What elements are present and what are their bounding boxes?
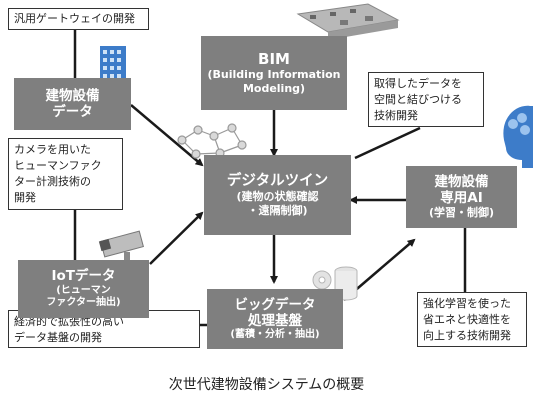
box-bigdata-line: 処理基盤	[248, 312, 302, 329]
box-iot-data-title: IoTデータ	[51, 268, 116, 285]
camera-icon	[98, 230, 145, 264]
note-spatial-line: 取得したデータを	[374, 77, 462, 90]
bim-model-icon	[296, 3, 400, 40]
brain-icon	[503, 105, 533, 168]
box-building-data-line: 建物設備	[45, 87, 100, 104]
note-camera-line: ヒューマンファク	[14, 158, 102, 172]
box-digital-twin-title: デジタルツイン	[226, 172, 329, 189]
box-bigdata-sub: (蓄積・分析・抽出)	[230, 328, 320, 340]
box-iot-data: IoTデータ (ヒューマン ファクター抽出)	[18, 260, 149, 318]
box-bim-sub: Modeling)	[242, 82, 306, 95]
note-camera-line: ター計測技術の	[14, 174, 91, 188]
arrow-iot-to-twin	[149, 211, 204, 265]
box-digital-twin: デジタルツイン (建物の状態確認 ・遠隔制御)	[204, 155, 351, 235]
box-building-ai-line: 建物設備	[434, 173, 489, 190]
note-economical-line: データ基盤の開発	[14, 330, 102, 344]
box-bigdata-line: ビッグデータ	[234, 296, 316, 313]
box-digital-twin-sub: (建物の状態確認	[236, 189, 319, 203]
note-economical-line: 経済的で拡張性の高い	[14, 315, 124, 328]
network-icon	[177, 123, 247, 159]
note-spatial: 取得したデータを 空間と結びつける 技術開発	[368, 72, 484, 127]
box-building-ai-sub: (学習・制御)	[428, 206, 495, 220]
box-bigdata: ビッグデータ 処理基盤 (蓄積・分析・抽出)	[207, 289, 343, 349]
box-building-data-line: データ	[52, 104, 93, 120]
note-reinforcement: 強化学習を使った 省エネと快適性を 向上する技術開発	[417, 292, 527, 347]
note-reinforcement-line: 省エネと快適性を	[423, 312, 511, 326]
leader-spatial	[354, 126, 421, 160]
box-bim-title: BIM	[258, 50, 290, 69]
note-spatial-line: 空間と結びつける	[374, 92, 462, 106]
note-camera-line: カメラを用いた	[14, 143, 91, 156]
box-digital-twin-sub: ・遠隔制御)	[247, 203, 308, 217]
box-iot-data-sub: (ヒューマン	[56, 284, 111, 296]
box-building-data: 建物設備 データ	[14, 78, 131, 130]
arrow-building-to-twin	[130, 104, 204, 167]
note-reinforcement-line: 強化学習を使った	[423, 297, 511, 310]
note-gateway: 汎用ゲートウェイの開発	[8, 8, 149, 30]
note-camera: カメラを用いた ヒューマンファク ター計測技術の 開発	[8, 138, 123, 210]
box-building-ai: 建物設備 専用AI (学習・制御)	[406, 166, 517, 228]
box-iot-data-sub: ファクター抽出)	[46, 297, 121, 309]
box-building-ai-line: 専用AI	[440, 190, 483, 207]
diagram-caption: 次世代建物設備システムの概要	[168, 377, 365, 393]
note-reinforcement-line: 向上する技術開発	[423, 328, 511, 342]
note-camera-line: 開発	[14, 190, 36, 204]
note-spatial-line: 技術開発	[374, 108, 418, 122]
box-bim-sub: (Building Information	[207, 68, 341, 82]
note-gateway-line: 汎用ゲートウェイの開発	[14, 12, 135, 25]
box-bim: BIM (Building Information Modeling)	[201, 36, 347, 110]
